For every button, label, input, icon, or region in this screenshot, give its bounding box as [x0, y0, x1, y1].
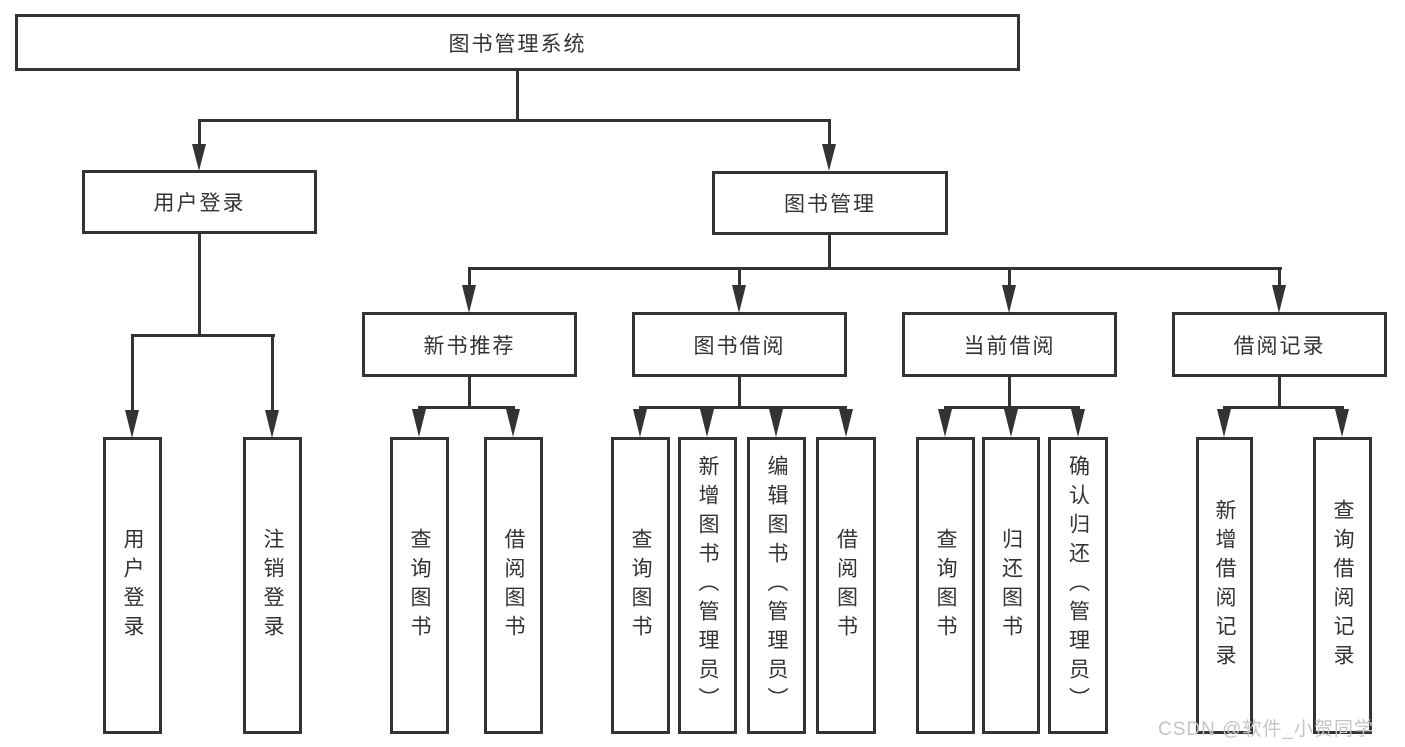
node-user-login: 用户登录: [82, 170, 317, 234]
arrow-down-book-mgmt: [822, 144, 836, 171]
connector-user-leaves-horizontal: [131, 334, 275, 337]
leaf-user-login: 用户登录: [103, 437, 162, 734]
arrow-down-leaf-edit-books: [769, 409, 783, 437]
arrow-down-leaf-confirm-return: [1071, 409, 1085, 437]
connector-level3-horizontal: [468, 267, 1282, 270]
leaf-add-books-admin: 新增图书（管理员）: [678, 437, 737, 734]
connector-book-mgmt-down: [828, 235, 831, 270]
leaf-borrow-books-label: 借阅图书: [834, 527, 858, 644]
connector-book-mgmt-stub: [828, 119, 831, 148]
leaf-edit-books-admin-label: 编辑图书（管理员）: [765, 455, 788, 716]
connector-borrow-records-stub: [1278, 267, 1281, 289]
leaf-query-borrow-record: 查询借阅记录: [1313, 437, 1372, 734]
arrow-down-book-borrow: [732, 285, 746, 313]
arrow-down-leaf-query-borrow: [633, 409, 647, 437]
connector-borrow-records-leaves-horizontal: [1223, 406, 1344, 409]
leaf-query-books-current: 查询图书: [916, 437, 975, 734]
root-node-library-system: 图书管理系统: [15, 14, 1020, 71]
connector-current-borrow-stub: [1008, 267, 1011, 289]
leaf-borrow-books-recommend-label: 借阅图书: [502, 527, 525, 644]
connector-current-borrow-leaves-horizontal: [944, 406, 1080, 409]
arrow-down-leaf-add-record: [1217, 409, 1231, 437]
connector-new-book-stub: [468, 267, 471, 289]
leaf-edit-books-admin: 编辑图书（管理员）: [747, 437, 806, 734]
arrow-down-leaf-logout: [265, 410, 279, 438]
leaf-query-books-borrow: 查询图书: [611, 437, 670, 734]
node-book-management-label: 图书管理: [784, 193, 876, 216]
connector-book-borrow-leaves-horizontal: [639, 406, 847, 409]
arrow-down-leaf-borrow-books: [839, 409, 853, 437]
leaf-query-books-borrow-label: 查询图书: [629, 527, 652, 644]
leaf-add-borrow-record: 新增借阅记录: [1196, 437, 1253, 734]
arrow-down-user-login: [192, 144, 206, 171]
leaf-logout-label: 注销登录: [261, 527, 284, 644]
connector-root-vertical: [516, 70, 519, 121]
node-current-borrow: 当前借阅: [902, 312, 1117, 377]
node-book-management: 图书管理: [712, 171, 948, 235]
leaf-borrow-books: 借阅图书: [816, 437, 876, 734]
leaf-return-books-label: 归还图书: [999, 527, 1023, 644]
node-book-borrow: 图书借阅: [632, 312, 847, 377]
connector-user-login-stub: [198, 119, 201, 148]
leaf-query-books-recommend: 查询图书: [390, 437, 449, 734]
leaf-user-login-label: 用户登录: [121, 527, 144, 644]
node-user-login-label: 用户登录: [153, 192, 246, 215]
arrow-down-leaf-return-books: [1004, 409, 1018, 437]
node-current-borrow-label: 当前借阅: [963, 334, 1056, 358]
node-new-book-recommend-label: 新书推荐: [423, 334, 516, 358]
connector-current-borrow-down: [1008, 377, 1011, 408]
arrow-down-leaf-user-login: [125, 410, 139, 438]
arrow-down-leaf-query-recommend: [412, 409, 426, 437]
arrow-down-new-book: [462, 285, 476, 313]
arrow-down-current-borrow: [1002, 285, 1016, 313]
leaf-borrow-books-recommend: 借阅图书: [484, 437, 543, 734]
connector-book-borrow-down: [738, 377, 741, 408]
arrow-down-borrow-records: [1272, 285, 1286, 313]
node-borrow-records: 借阅记录: [1172, 312, 1387, 377]
connector-new-book-down: [468, 377, 471, 408]
arrow-down-leaf-query-current: [938, 409, 952, 437]
leaf-add-books-admin-label: 新增图书（管理员）: [696, 455, 719, 716]
node-book-borrow-label: 图书借阅: [693, 334, 786, 358]
csdn-watermark: CSDN @软件_小贺同学: [1158, 719, 1374, 740]
connector-user-leaf2-stub: [271, 334, 274, 412]
connector-book-borrow-stub: [738, 267, 741, 289]
leaf-logout: 注销登录: [243, 437, 302, 734]
arrow-down-leaf-query-record: [1335, 409, 1349, 437]
node-borrow-records-label: 借阅记录: [1233, 334, 1326, 358]
connector-new-book-leaves-horizontal: [418, 406, 515, 409]
connector-user-leaf1-stub: [131, 334, 134, 412]
connector-level2-horizontal: [198, 119, 831, 122]
leaf-confirm-return-admin-label: 确认归还（管理员）: [1066, 455, 1090, 716]
leaf-add-borrow-record-label: 新增借阅记录: [1213, 498, 1236, 673]
node-new-book-recommend: 新书推荐: [362, 312, 577, 377]
leaf-return-books: 归还图书: [982, 437, 1040, 734]
leaf-query-books-recommend-label: 查询图书: [408, 527, 431, 644]
root-node-label: 图书管理系统: [448, 32, 587, 56]
connector-borrow-records-down: [1278, 377, 1281, 408]
connector-user-login-down: [198, 234, 201, 336]
arrow-down-leaf-borrow-recommend: [506, 409, 520, 437]
leaf-confirm-return-admin: 确认归还（管理员）: [1048, 437, 1108, 734]
arrow-down-leaf-add-books: [700, 409, 714, 437]
leaf-query-borrow-record-label: 查询借阅记录: [1331, 498, 1354, 673]
leaf-query-books-current-label: 查询图书: [934, 527, 957, 644]
